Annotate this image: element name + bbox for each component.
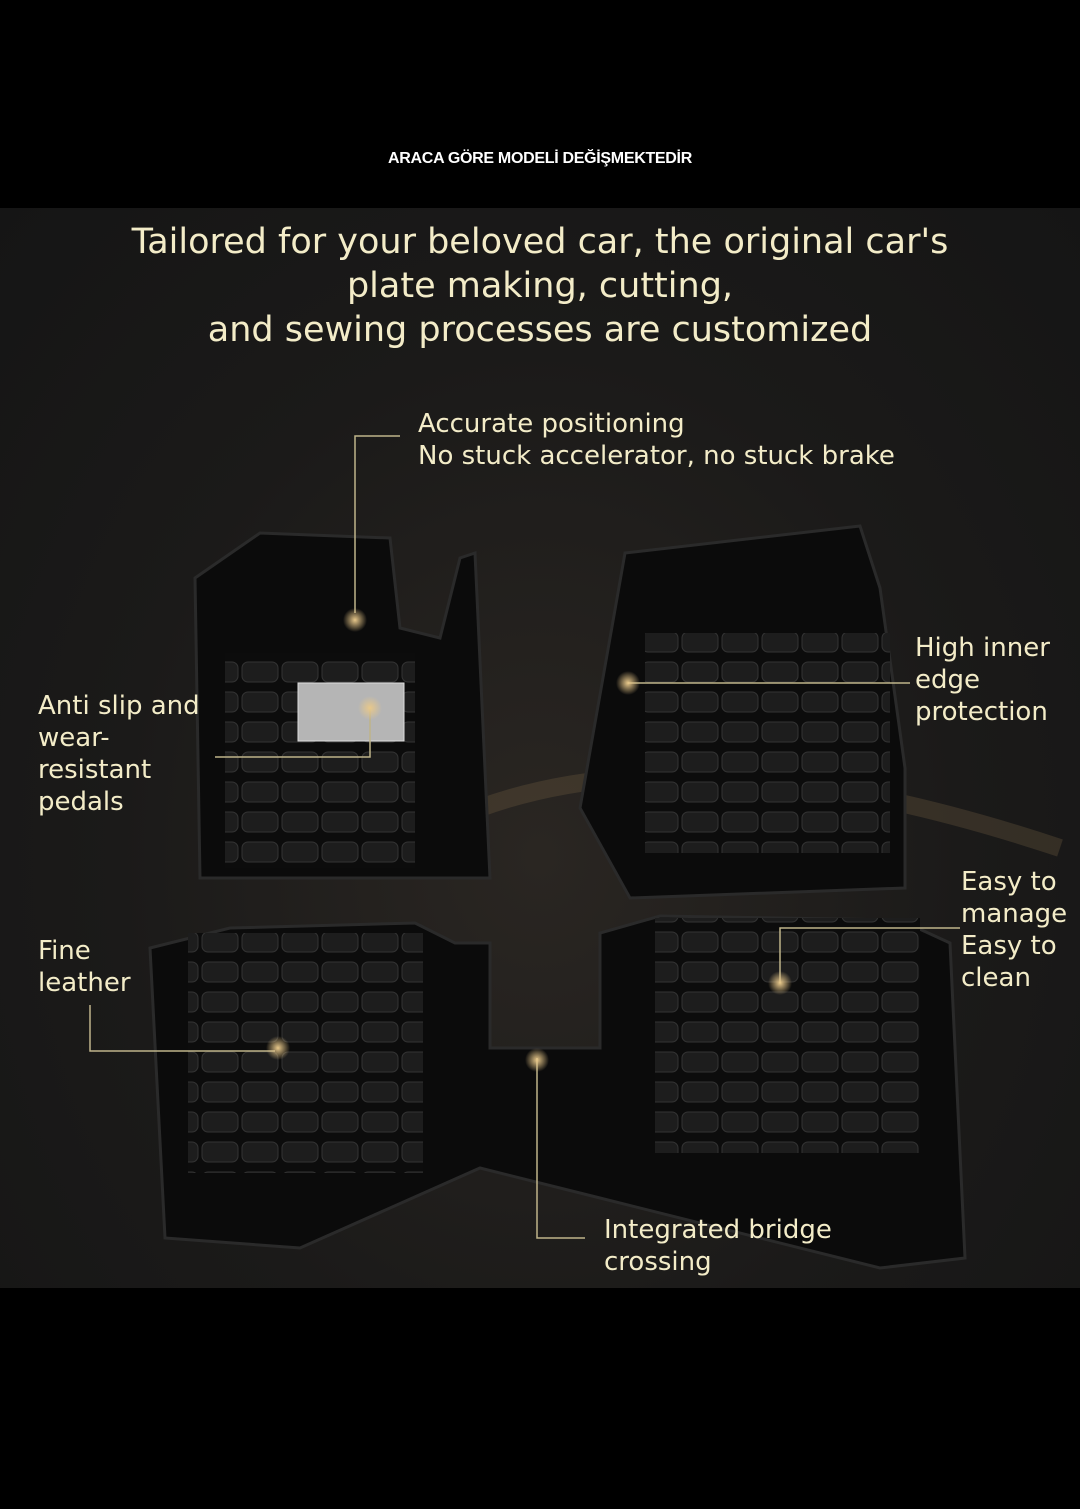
callout-text: wear- bbox=[38, 723, 110, 753]
callout-edge: High inner edge protection bbox=[915, 632, 1050, 728]
callout-dots bbox=[266, 608, 792, 1072]
callout-text: High inner bbox=[915, 633, 1050, 663]
callout-text: No stuck accelerator, no stuck brake bbox=[418, 441, 895, 471]
callout-text: protection bbox=[915, 697, 1048, 727]
callout-text: Integrated bridge bbox=[604, 1215, 832, 1245]
rear-mat bbox=[148, 914, 967, 1270]
headline-line: Tailored for your beloved car, the origi… bbox=[131, 222, 949, 262]
callout-text: Accurate positioning bbox=[418, 409, 685, 439]
callout-text: pedals bbox=[38, 787, 124, 817]
callout-text: resistant bbox=[38, 755, 152, 785]
callout-clean: Easy to manage Easy to clean bbox=[961, 866, 1067, 994]
banner-text: ARACA GÖRE MODELİ DEĞİŞMEKTEDİR bbox=[388, 150, 692, 167]
callout-text: manage bbox=[961, 899, 1068, 929]
callout-text: edge bbox=[915, 665, 980, 695]
front-right-mat bbox=[578, 524, 907, 900]
headline-line: and sewing processes are customized bbox=[207, 310, 873, 350]
leader-lines bbox=[89, 435, 960, 1239]
callout-text: Fine bbox=[38, 936, 91, 966]
front-left-mat bbox=[193, 531, 492, 880]
callout-leather: Fine leather bbox=[38, 935, 131, 999]
callout-text: Easy to bbox=[961, 867, 1057, 897]
callout-text: leather bbox=[38, 968, 131, 998]
car-mats-illustration bbox=[89, 435, 1063, 1270]
callout-positioning: Accurate positioning No stuck accelerato… bbox=[418, 408, 895, 472]
callout-text: Anti slip and bbox=[38, 691, 200, 721]
headline: Tailored for your beloved car, the origi… bbox=[0, 220, 1080, 352]
headline-line: plate making, cutting, bbox=[346, 266, 734, 306]
callout-text: Easy to bbox=[961, 931, 1057, 961]
callout-text: crossing bbox=[604, 1247, 712, 1277]
callout-bridge: Integrated bridge crossing bbox=[604, 1214, 832, 1278]
product-photo: Tailored for your beloved car, the origi… bbox=[0, 208, 1080, 1288]
callout-pedals: Anti slip and wear- resistant pedals bbox=[38, 690, 200, 818]
callout-text: clean bbox=[961, 963, 1031, 993]
